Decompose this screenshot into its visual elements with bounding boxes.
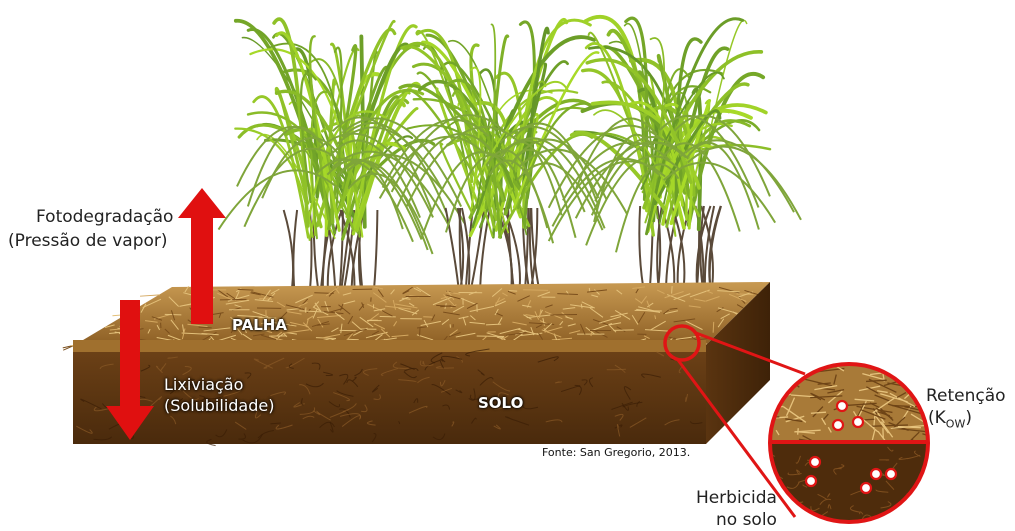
herbicide-molecule bbox=[861, 483, 871, 493]
photodegradation-label: Fotodegradação bbox=[36, 206, 173, 228]
retention-label: Retenção (KOW) bbox=[926, 385, 1006, 435]
herbicide-molecule bbox=[871, 469, 881, 479]
herbicide-molecule bbox=[837, 401, 847, 411]
vapor-pressure-text: (Pressão de vapor) bbox=[8, 230, 168, 252]
kow-close: ) bbox=[965, 408, 972, 428]
retention-title: Retenção bbox=[926, 385, 1006, 407]
herbicide-molecule bbox=[806, 476, 816, 486]
herbicide-molecule bbox=[833, 420, 843, 430]
kow-k: (K bbox=[928, 408, 946, 428]
sugarcane-plants bbox=[219, 17, 801, 300]
straw-layer-front bbox=[73, 340, 706, 354]
leaching-label: Lixiviação (Solubilidade) bbox=[164, 374, 274, 416]
herbicide-molecule bbox=[810, 457, 820, 467]
kow-text: (KOW) bbox=[928, 407, 1006, 435]
vapor-pressure-label: (Pressão de vapor) bbox=[8, 230, 168, 252]
kow-subscript: OW bbox=[946, 417, 966, 430]
herbicide-molecule bbox=[853, 417, 863, 427]
source-caption: Fonte: San Gregorio, 2013. bbox=[542, 446, 690, 459]
herbicide-label: Herbicida no solo bbox=[692, 487, 777, 531]
solubility-text: (Solubilidade) bbox=[164, 395, 274, 416]
soil-label: SOLO bbox=[478, 394, 523, 412]
herbicide-subtitle: no solo bbox=[692, 509, 777, 531]
leaching-title: Lixiviação bbox=[164, 374, 274, 395]
herbicide-molecule bbox=[886, 469, 896, 479]
straw-label: PALHA bbox=[232, 316, 287, 334]
herbicide-title: Herbicida bbox=[692, 487, 777, 509]
photodegradation-title: Fotodegradação bbox=[36, 206, 173, 228]
